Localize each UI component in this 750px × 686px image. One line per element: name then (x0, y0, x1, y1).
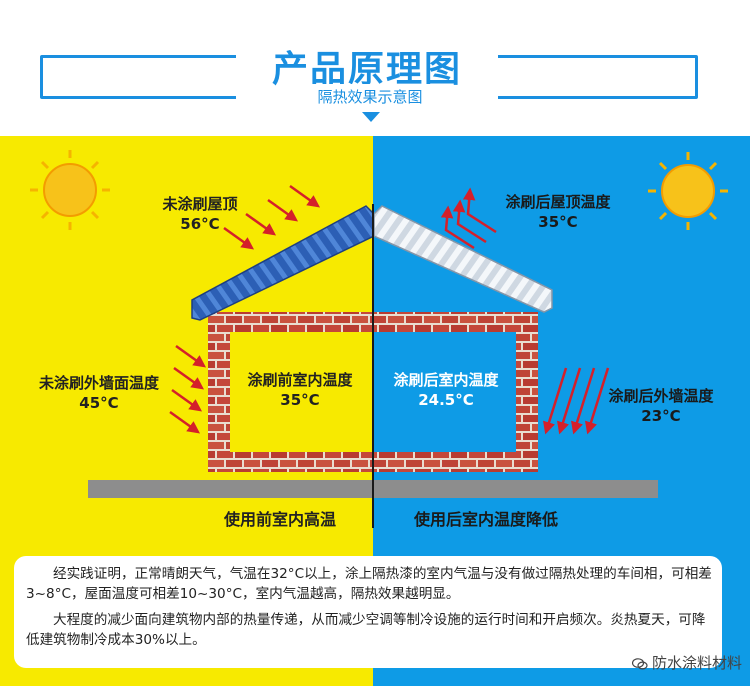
caption-after: 使用后室内温度降低 (413, 510, 558, 529)
label-right-indoor: 涂刷后室内温度 24.5°C (393, 371, 499, 409)
label-right-wall: 涂刷后外墙温度 23°C (608, 387, 714, 425)
wechat-icon (631, 657, 648, 670)
note-paragraph-2: 大程度的减少面向建筑物内部的热量传递，从而减少空调等制冷设施的运行时间和开启频次… (26, 612, 706, 648)
label-left-roof: 未涂刷屋顶 56°C (162, 195, 238, 233)
heat-arrows-roof-left (223, 184, 321, 250)
sun-icon-left (30, 150, 110, 230)
label-right-roof: 涂刷后屋顶温度 35°C (505, 193, 611, 231)
heat-arrows-wall-right (543, 367, 610, 435)
note-paragraph-1: 经实践证明，正常晴朗天气，气温在32°C以上，涂上隔热漆的室内气温与没有做过隔热… (26, 566, 712, 602)
watermark: 防水涂料材料 (631, 652, 742, 673)
sun-icon-right (648, 152, 728, 230)
page-subtitle: 隔热效果示意图 (317, 88, 423, 106)
page-title: 产品原理图 (271, 49, 462, 90)
label-left-wall: 未涂刷外墙面温度 45°C (38, 374, 159, 412)
label-left-indoor: 涂刷前室内温度 35°C (247, 371, 353, 409)
heat-arrows-wall-left (169, 344, 207, 434)
explanation-note: 经实践证明，正常晴朗天气，气温在32°C以上，涂上隔热漆的室内气温与没有做过隔热… (14, 556, 722, 668)
brick-wall (208, 312, 538, 472)
caption-before: 使用前室内高温 (223, 510, 336, 529)
header: 产品原理图 隔热效果示意图 (0, 0, 750, 135)
pointer-triangle (362, 112, 380, 122)
heat-arrows-roof-right (440, 187, 497, 250)
